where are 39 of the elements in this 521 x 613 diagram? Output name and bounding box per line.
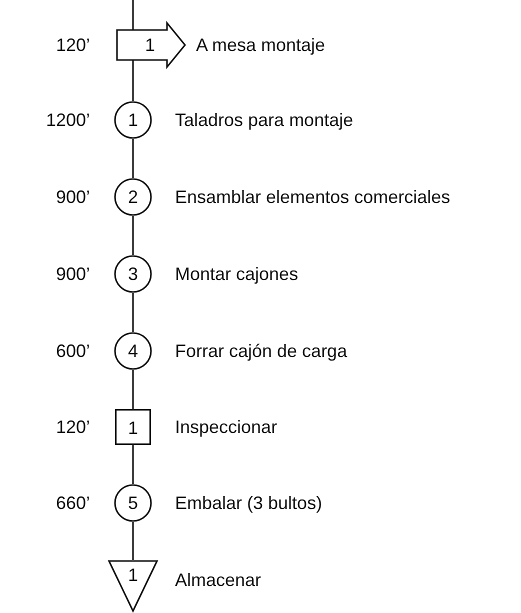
- step-description: Taladros para montaje: [175, 111, 354, 129]
- transport-arrow: [116, 22, 186, 68]
- duration-label: 600’: [56, 342, 90, 360]
- connector-line: [132, 522, 134, 560]
- step-number: 1: [128, 111, 138, 129]
- connector-line: [132, 60, 134, 101]
- step-description: A mesa montaje: [196, 36, 326, 54]
- operation-circle: [114, 332, 152, 370]
- step-description: Forrar cajón de carga: [175, 342, 348, 360]
- step-number: 2: [128, 188, 138, 206]
- duration-label: 120’: [56, 418, 90, 436]
- connector-line: [132, 139, 134, 178]
- step-description: Inspeccionar: [175, 418, 278, 436]
- connector-line: [132, 370, 134, 409]
- inspection-square: [115, 409, 151, 445]
- operation-circle: [114, 101, 152, 139]
- step-description: Ensamblar elementos comerciales: [175, 188, 450, 206]
- step-description: Embalar (3 bultos): [175, 494, 322, 512]
- duration-label: 900’: [56, 188, 90, 206]
- connector-line: [132, 216, 134, 255]
- operation-circle: [114, 484, 152, 522]
- step-number: 1: [145, 36, 155, 54]
- duration-label: 900’: [56, 265, 90, 283]
- duration-label: 660’: [56, 494, 90, 512]
- step-number: 3: [128, 265, 138, 283]
- step-number: 1: [128, 566, 138, 584]
- connector-line: [132, 293, 134, 332]
- step-description: Almacenar: [175, 571, 262, 589]
- step-description: Montar cajones: [175, 265, 298, 283]
- duration-label: 120’: [56, 36, 90, 54]
- step-number: 5: [128, 494, 138, 512]
- step-number: 1: [128, 419, 138, 437]
- connector-line: [132, 445, 134, 484]
- storage-triangle: [108, 560, 158, 612]
- duration-label: 1200’: [46, 111, 90, 129]
- connector-line: [132, 0, 134, 30]
- operation-circle: [114, 255, 152, 293]
- operation-circle: [114, 178, 152, 216]
- step-number: 4: [128, 342, 138, 360]
